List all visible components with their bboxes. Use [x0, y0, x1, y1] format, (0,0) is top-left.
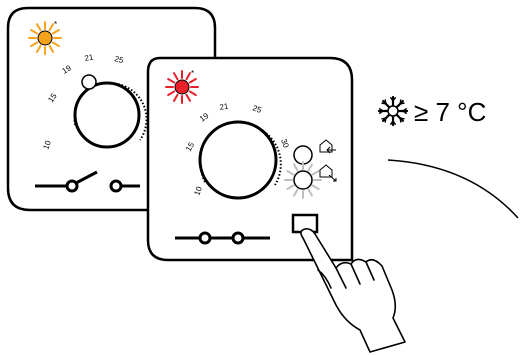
front-tick-21: 21: [219, 101, 230, 112]
snowflake-branch: [381, 117, 387, 120]
snowflake-branch: [402, 110, 408, 114]
front-tick-30: 30: [279, 138, 291, 150]
front-thermostat: * 10 15 19 21 25 30: [146, 56, 354, 262]
led-ray: [311, 170, 320, 176]
front-dial[interactable]: [198, 120, 282, 200]
led-ray: [30, 41, 39, 47]
eco-led: [293, 170, 313, 190]
led-ray: [311, 184, 320, 190]
back-led: [37, 30, 53, 46]
led-ray: [48, 23, 54, 32]
snowflake-branch: [384, 99, 387, 105]
led-ray: [167, 78, 176, 84]
frost-protection-indicator: ≥ 7 °C: [377, 95, 486, 127]
led-ray: [286, 184, 295, 190]
eco-led-icon: [284, 161, 322, 199]
svg-text:*: *: [54, 20, 57, 29]
leader-line: [387, 159, 519, 219]
led-ray: [185, 93, 191, 102]
led-ray: [48, 44, 54, 53]
back-dial-knob-marker: [81, 74, 97, 90]
led-ray: [293, 163, 299, 172]
back-tick-25: 25: [113, 54, 124, 65]
back-led-icon: *: [28, 20, 62, 55]
front-switch-symbol: [175, 231, 270, 245]
led-ray: [51, 41, 60, 47]
snowflake-branch: [378, 108, 384, 112]
led-ray: [36, 23, 42, 32]
led-ray: [51, 29, 60, 35]
led-ray: [173, 72, 179, 81]
snowflake-branch: [392, 96, 396, 102]
led-ray: [307, 163, 313, 172]
hand-illustration: [300, 228, 406, 353]
front-led: [174, 79, 190, 95]
front-tick-25: 25: [251, 103, 263, 115]
snowflake-icon: [377, 95, 409, 127]
snowflake-branch: [390, 120, 394, 126]
led-ray: [36, 44, 42, 53]
svg-text:*: *: [191, 69, 194, 78]
led-ray: [188, 78, 197, 84]
back-tick-10: 10: [41, 139, 53, 151]
back-switch-symbol: [35, 170, 140, 193]
comfort-icon: [319, 139, 336, 154]
eco-icon: [319, 164, 337, 182]
led-ray: [188, 90, 197, 96]
frost-protection-label: ≥ 7 °C: [414, 97, 486, 127]
back-dial[interactable]: [73, 74, 148, 149]
front-led-icon: *: [165, 69, 199, 104]
led-ray: [286, 170, 295, 176]
snowflake-branch: [399, 117, 402, 123]
led-ray: [167, 90, 176, 96]
led-ray: [173, 93, 179, 102]
led-ray: [185, 72, 191, 81]
led-ray: [30, 29, 39, 35]
front-tick-10: 10: [192, 185, 204, 197]
snowflake-branch: [399, 102, 405, 105]
led-ray: [307, 188, 313, 197]
led-ray: [293, 188, 299, 197]
back-tick-21: 21: [84, 52, 95, 63]
